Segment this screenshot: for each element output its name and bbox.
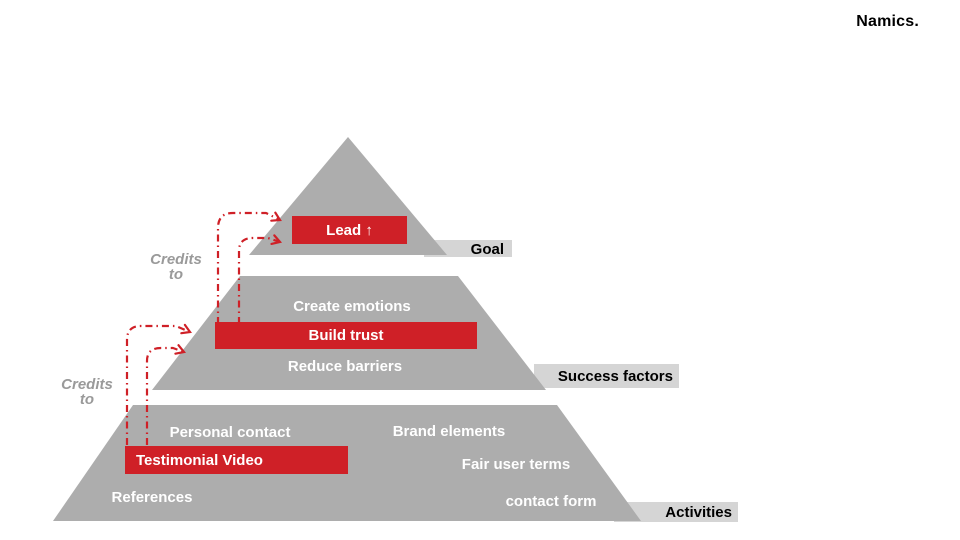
- credits-lower-line2: to: [79, 391, 95, 408]
- lead-highlight-box: Lead ↑: [292, 216, 407, 244]
- credits-to-upper-label: Credits to: [126, 252, 226, 282]
- create-emotions-label: Create emotions: [293, 298, 411, 315]
- fair-user-terms-label: Fair user terms: [461, 456, 571, 473]
- references-label: References: [111, 489, 193, 506]
- namics-logo: Namics.: [856, 13, 919, 30]
- build-trust-highlight-box: Build trust: [215, 322, 477, 349]
- credits-lower-line1: Credits: [61, 376, 113, 393]
- success-factors-tag-bar: [534, 364, 679, 388]
- success-factors-tag-label: Success factors: [557, 368, 673, 385]
- credits-upper-line1: Credits: [150, 251, 202, 268]
- activities-tag-bar: [614, 502, 738, 522]
- credits-upper-line2: to: [168, 266, 184, 283]
- credits-to-lower-label: Credits to: [37, 377, 137, 407]
- goal-tag-label: Goal: [470, 241, 504, 258]
- contact-form-label: contact form: [505, 493, 597, 510]
- activities-tag-label: Activities: [665, 504, 732, 521]
- reduce-barriers-label: Reduce barriers: [287, 358, 403, 375]
- testimonial-video-label: Testimonial Video: [136, 451, 263, 469]
- goal-tag-bar: [424, 240, 512, 257]
- build-trust-label: Build trust: [308, 327, 384, 344]
- testimonial-video-highlight-box: Testimonial Video: [125, 446, 348, 474]
- brand-elements-label: Brand elements: [392, 423, 506, 440]
- personal-contact-label: Personal contact: [169, 424, 291, 441]
- lead-label: Lead ↑: [326, 221, 373, 239]
